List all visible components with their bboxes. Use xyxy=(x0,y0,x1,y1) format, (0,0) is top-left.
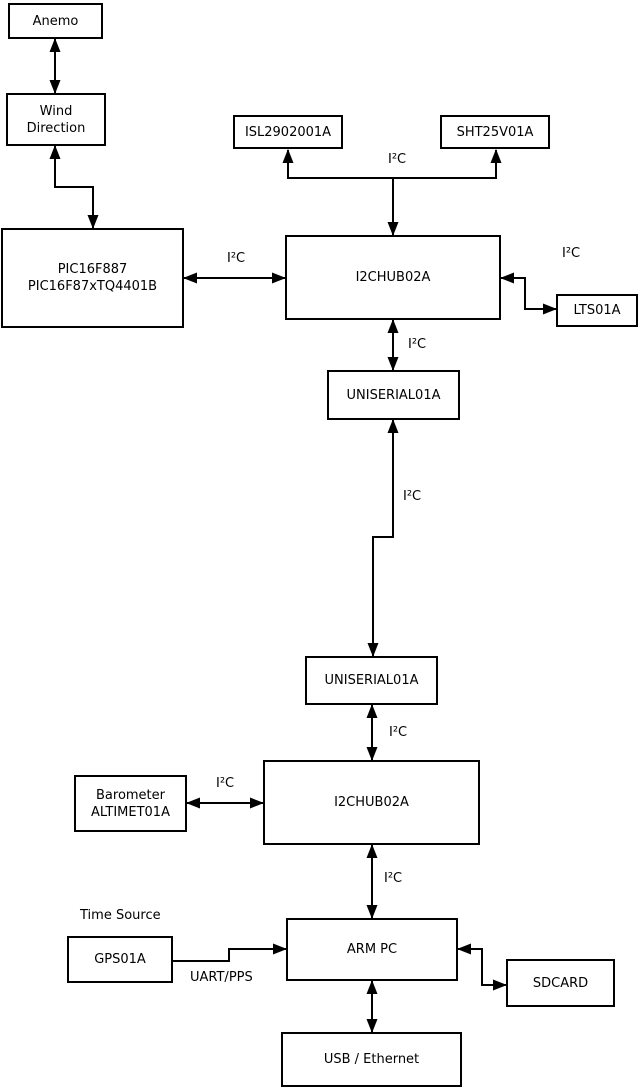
box-wind-direction: Wind Direction xyxy=(6,93,106,146)
box-uniserial-top-label: UNISERIAL01A xyxy=(346,387,441,403)
box-gps01a: GPS01A xyxy=(67,936,173,983)
box-isl2902001a: ISL2902001A xyxy=(233,115,343,149)
box-i2chub-bottom: I2CHUB02A xyxy=(263,760,480,845)
edge-label-i2c-hub-sensors: I²C xyxy=(388,152,407,167)
box-anemo: Anemo xyxy=(8,3,103,39)
box-isl2902001a-label: ISL2902001A xyxy=(244,124,332,140)
box-i2chub-top: I2CHUB02A xyxy=(285,235,501,320)
box-barometer-line1: Barometer xyxy=(96,787,165,803)
box-sdcard: SDCARD xyxy=(506,959,615,1007)
edge-label-i2c-pic-hub: I²C xyxy=(227,251,246,266)
connector-armpc-sdcard xyxy=(457,943,507,991)
edge-label-uart-pps: UART/PPS xyxy=(190,970,253,985)
box-sht25v01a: SHT25V01A xyxy=(440,115,550,149)
box-i2chub-bottom-label: I2CHUB02A xyxy=(334,795,409,810)
edge-label-i2c-barometer-hub2: I²C xyxy=(216,776,235,791)
edge-label-i2c-hub2-armpc: I²C xyxy=(384,871,403,886)
edge-label-i2c-hub-uniserial: I²C xyxy=(408,337,427,352)
box-sht25v01a-label: SHT25V01A xyxy=(456,124,534,140)
box-usb-ethernet: USB / Ethernet xyxy=(281,1032,462,1087)
box-i2chub-top-label: I2CHUB02A xyxy=(355,270,431,285)
box-barometer-line2: ALTIMET01A xyxy=(91,804,170,820)
connector-i2chub-top-lts01a xyxy=(500,272,557,315)
box-uniserial-top: UNISERIAL01A xyxy=(327,370,460,420)
edge-label-time-source: Time Source xyxy=(80,908,161,923)
box-pic: PIC16F887 PIC16F87xTQ4401B xyxy=(1,228,184,328)
box-pic-line2: PIC16F87xTQ4401B xyxy=(27,279,158,294)
box-wind-direction-line1: Wind xyxy=(39,103,73,119)
edge-label-i2c-hub-lts: I²C xyxy=(562,246,581,261)
edge-label-i2c-uniserial-link: I²C xyxy=(403,489,422,504)
box-pic-line1: PIC16F887 xyxy=(57,262,128,277)
box-uniserial-bottom: UNISERIAL01A xyxy=(305,656,438,705)
box-usb-ethernet-label: USB / Ethernet xyxy=(323,1052,420,1067)
box-barometer: Barometer ALTIMET01A xyxy=(74,775,187,832)
box-arm-pc: ARM PC xyxy=(286,918,458,981)
box-lts01a-label: LTS01A xyxy=(573,303,621,318)
box-uniserial-bottom-label: UNISERIAL01A xyxy=(324,673,419,688)
edge-label-i2c-uniserial-hub2: I²C xyxy=(389,725,408,740)
connector-uniserial-top-uniserial-bottom xyxy=(367,419,399,657)
box-gps01a-label: GPS01A xyxy=(94,952,146,967)
box-wind-direction-line2: Direction xyxy=(26,120,86,136)
box-sdcard-label: SDCARD xyxy=(532,975,589,991)
box-lts01a: LTS01A xyxy=(556,294,638,327)
box-arm-pc-label: ARM PC xyxy=(346,942,398,957)
box-anemo-label: Anemo xyxy=(32,13,79,29)
connector-gps-armpc xyxy=(173,943,287,962)
connector-winddirection-pic xyxy=(49,145,99,229)
